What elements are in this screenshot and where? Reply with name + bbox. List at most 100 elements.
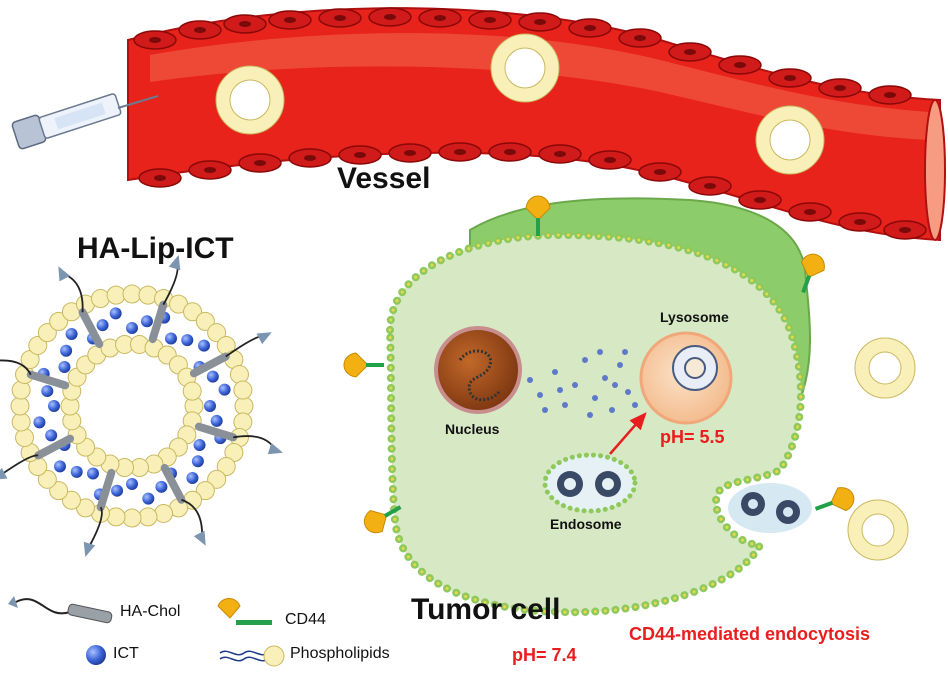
ict-molecule (204, 400, 216, 412)
nucleus (434, 326, 522, 414)
released-ict-dots (527, 349, 638, 418)
phospholipid-head-inner (182, 381, 202, 401)
cd44-receptor (363, 505, 402, 534)
ict-dot (617, 362, 623, 368)
ict-dot (537, 392, 543, 398)
lysosome (639, 331, 733, 425)
cd44-receptor (525, 195, 551, 236)
phospholipid-head-outer (207, 323, 227, 343)
phospholipid-head-outer (233, 412, 253, 432)
phospholipid-head-outer (37, 323, 57, 343)
syringe-icon (11, 93, 159, 150)
cd44-head (525, 195, 551, 221)
ha-terminal (267, 442, 283, 455)
ict-dot (542, 407, 548, 413)
cd44-legend-icon (217, 598, 272, 625)
ict-molecule (109, 307, 122, 320)
endothelial-nucleus (194, 27, 206, 33)
endothelial-nucleus (534, 19, 546, 25)
ha-chol-rod (78, 308, 104, 349)
ict-molecule (142, 492, 155, 505)
ha-terminal (83, 541, 96, 557)
endothelial-nucleus (554, 151, 566, 157)
phospholipid-head-outer (154, 503, 174, 523)
phospholipid-head-outer (229, 364, 249, 384)
ict-dot (552, 369, 558, 375)
phospholipid-head-outer (234, 396, 254, 416)
nucleus-label: Nucleus (445, 421, 500, 437)
endothelial-nucleus (604, 157, 616, 163)
extracellular-ph-label: pH= 7.4 (512, 645, 577, 665)
endothelial-nucleus (899, 227, 911, 233)
lysosome-label: Lysosome (660, 309, 729, 325)
phospholipid-head-outer (28, 335, 48, 355)
ha-chol-rod (194, 422, 238, 442)
endothelial-nucleus (384, 14, 396, 20)
ict-dot (602, 375, 608, 381)
ict-dot (632, 402, 638, 408)
ict-molecule (96, 319, 109, 332)
endothelial-nucleus (334, 15, 346, 21)
endothelial-nucleus (884, 92, 896, 98)
phospholipid-head-outer (216, 457, 236, 477)
ict-molecule (198, 339, 211, 352)
endothelial-nucleus (704, 183, 716, 189)
ict-molecule (87, 467, 99, 480)
endothelial-nucleus (684, 49, 696, 55)
ict-dot (612, 382, 618, 388)
endothelial-nucleus (434, 15, 446, 21)
endocytic-vesicle (728, 483, 812, 533)
ict-molecule (58, 361, 71, 373)
endothelial-nucleus (484, 17, 496, 23)
legend-phospholipids-text: Phospholipids (290, 645, 390, 662)
ha-chol-rod (189, 352, 230, 378)
endothelial-nucleus (784, 75, 796, 81)
ict-dot (582, 357, 588, 363)
endothelial-nucleus (239, 21, 251, 27)
ict-dot (527, 377, 533, 383)
endothelial-nucleus (734, 62, 746, 68)
vessel-liposome-1 (215, 65, 285, 135)
phospholipid-head-outer (195, 481, 215, 501)
cd44-receptor (800, 253, 825, 294)
phospholipid-head-outer (122, 508, 142, 528)
endothelial-nucleus (354, 152, 366, 158)
ict-molecule (218, 383, 231, 396)
cd44-stem (814, 500, 834, 511)
blood-vessel (127, 7, 946, 242)
phospholipid-head-outer (233, 380, 253, 400)
ict-molecule (111, 484, 124, 497)
tumor-cell-label: Tumor cell (411, 593, 561, 626)
cd44-stem (801, 274, 812, 294)
lysosome-ph-label: pH= 5.5 (660, 427, 725, 447)
ict-molecule (48, 400, 60, 412)
ict-molecule (53, 460, 66, 473)
cd44-stem (536, 218, 540, 236)
endothelial-nucleus (404, 150, 416, 156)
ha-chain (0, 359, 32, 376)
ha-chol-rod (96, 468, 116, 512)
ict-molecule (45, 429, 58, 442)
ict-dot (557, 387, 563, 393)
ict-dot (625, 389, 631, 395)
ict-legend-icon (86, 645, 106, 665)
ict-dot (592, 395, 598, 401)
endothelial-nucleus (454, 149, 466, 155)
phospholipid-head-outer (138, 285, 158, 305)
phospholipid-head-outer (183, 302, 203, 322)
ha-chol-rod (148, 300, 168, 344)
endothelial-nucleus (834, 85, 846, 91)
ict-dot (562, 402, 568, 408)
legend-ha-chol-text: HA-Chol (120, 603, 181, 620)
ha-terminal (256, 332, 272, 345)
phospholipid-head-outer (138, 507, 158, 527)
phospholipid-head-outer (37, 469, 57, 489)
ha-terminal (58, 266, 71, 282)
ict-dot (609, 407, 615, 413)
vessel-label: Vessel (337, 162, 431, 195)
ict-molecule (126, 322, 138, 334)
endothelial-nucleus (854, 219, 866, 225)
endothelial-cells (133, 7, 927, 240)
cd44-stem (366, 363, 384, 367)
ha-lip-ict-title: HA-Lip-ICT (77, 232, 234, 265)
